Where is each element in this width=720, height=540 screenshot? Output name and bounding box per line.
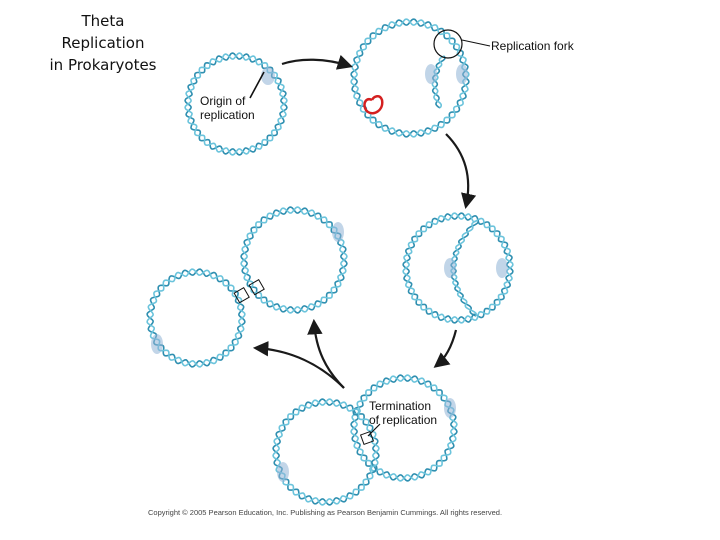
arrow-stage3-to-stage4 bbox=[433, 329, 458, 368]
origin-label-line-1: Origin of bbox=[200, 94, 246, 108]
copyright-notice: Copyright © 2005 Pearson Education, Inc.… bbox=[148, 508, 503, 517]
daughter-circle-left bbox=[146, 268, 246, 368]
dna-circle-stage2 bbox=[350, 18, 470, 138]
termination-label-line-2: of replication bbox=[369, 413, 438, 427]
fork-shade-stage3-left bbox=[444, 258, 456, 278]
fork-shade-daughter2 bbox=[151, 334, 163, 354]
dna-circle-stage4-right bbox=[350, 374, 458, 482]
dna-circle-stage1 bbox=[184, 52, 288, 156]
title-line-1: Theta bbox=[81, 12, 125, 30]
arrow-stage2-to-stage3 bbox=[445, 133, 477, 210]
separation-box-2 bbox=[248, 278, 265, 296]
origin-label: Origin of replication bbox=[200, 94, 255, 122]
title-line-2: Replication bbox=[61, 34, 145, 52]
fork-shade-stage3-right bbox=[496, 258, 508, 278]
separation-box-1 bbox=[233, 286, 250, 304]
termination-label: Termination of replication bbox=[369, 399, 437, 427]
fork-shade-stage4b bbox=[277, 462, 289, 482]
fork-label: Replication fork bbox=[491, 39, 574, 53]
fork-callout-line bbox=[461, 39, 491, 47]
termination-box bbox=[359, 430, 375, 446]
arrow-stage4-to-daughter-up bbox=[307, 318, 345, 389]
origin-shade bbox=[261, 67, 275, 85]
termination-pointer-line bbox=[367, 423, 381, 437]
dna-circle-stage4-left bbox=[272, 398, 380, 506]
arrow-stage1-to-stage2 bbox=[281, 54, 353, 70]
fork-shade-daughter1 bbox=[332, 222, 344, 242]
origin-marker-icon bbox=[363, 95, 384, 115]
fork-shade-stage4a bbox=[444, 398, 456, 418]
page-title: Theta Replication in Prokaryotes bbox=[28, 10, 178, 76]
origin-label-line-2: replication bbox=[200, 108, 255, 122]
origin-pointer-line bbox=[249, 71, 265, 99]
fork-shade-left bbox=[425, 64, 437, 84]
daughter-circle-upper bbox=[240, 206, 348, 314]
dna-circle-stage3 bbox=[402, 212, 514, 324]
title-line-3: in Prokaryotes bbox=[49, 56, 157, 74]
fork-shade-right bbox=[456, 64, 468, 84]
termination-label-line-1: Termination bbox=[369, 399, 432, 413]
arrow-stage4-to-daughter-left bbox=[252, 341, 345, 389]
fork-callout-circle bbox=[433, 29, 463, 59]
